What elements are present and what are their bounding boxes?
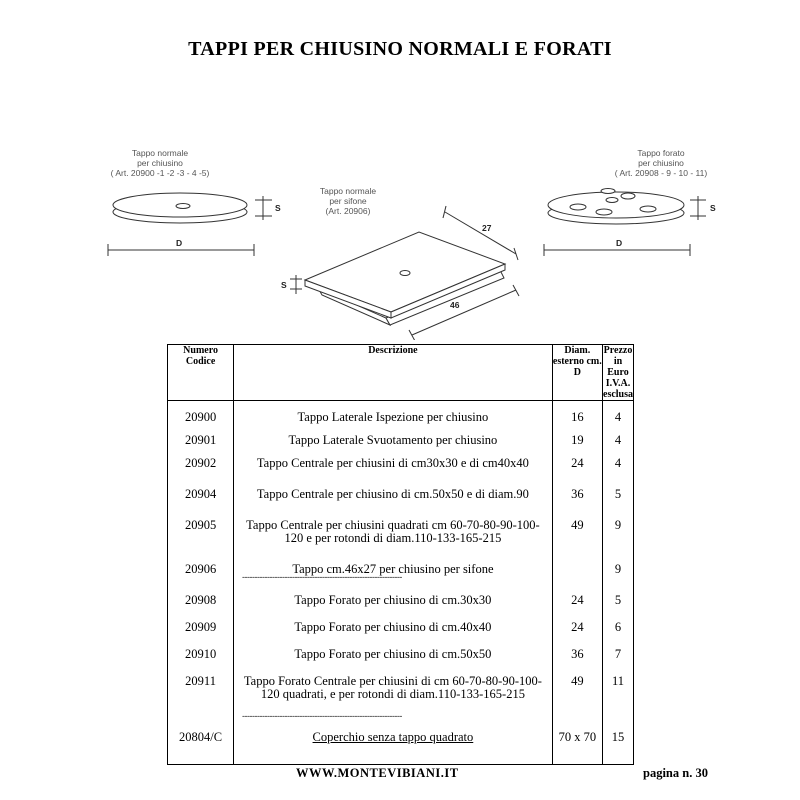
- footer-website: WWW.MONTEVIBIANI.IT: [296, 766, 459, 780]
- round-lid-drawing: [107, 192, 272, 256]
- caption-line: Tappo forato: [637, 148, 685, 158]
- footer-page-number: pagina n. 30: [643, 766, 708, 780]
- cell-price: 6: [614, 620, 622, 634]
- cell-description: Tappo Centrale per chiusino di cm.50x50 …: [233, 485, 553, 516]
- right-lid-caption: Tappo forato per chiusino ( Art. 20908 -…: [596, 148, 726, 178]
- cell-description: Tappo Centrale per chiusini quadrati cm …: [233, 516, 553, 560]
- cell-description: Tappo Laterale Ispezione per chiusino: [233, 408, 553, 431]
- table-row: 20906 Tappo cm.46x27 per chiusino per si…: [167, 560, 634, 591]
- cell-diameter: 24: [552, 454, 604, 485]
- cell-code: 20906: [167, 560, 235, 591]
- header-diameter: Diam. esterno cm. D: [552, 344, 604, 401]
- header-price: Prezzo in Euro I.V.A. esclusa: [603, 345, 633, 400]
- left-dim-d: D: [176, 238, 183, 248]
- center-dim-s: S: [281, 280, 287, 290]
- cell-diameter: 49: [552, 516, 604, 560]
- product-illustrations: [107, 188, 706, 340]
- cell-code: 20900: [167, 408, 235, 431]
- cell-price: 4: [614, 433, 622, 447]
- caption-line: Tappo normale: [319, 186, 377, 196]
- center-dim-length: 46: [450, 300, 460, 310]
- cell-diameter: 49: [552, 672, 604, 728]
- table-row: 20909 Tappo Forato per chiusino di cm.40…: [167, 618, 634, 645]
- caption-line: Tappo normale: [131, 148, 189, 158]
- cell-description: Tappo Forato per chiusino di cm.50x50: [233, 645, 553, 672]
- cell-diameter: 70 x 70: [552, 728, 604, 764]
- table-row: 20911 Tappo Forato Centrale per chiusini…: [167, 672, 634, 728]
- cell-price: 4: [614, 456, 622, 470]
- cell-description: Tappo Forato per chiusino di cm.40x40: [233, 618, 553, 645]
- cell-diameter: 36: [552, 645, 604, 672]
- left-dim-s: S: [275, 203, 281, 213]
- caption-line: per sifone: [329, 196, 367, 206]
- row-separator-dashes: ----------------------------------------…: [242, 711, 402, 721]
- cell-description: Tappo Forato per chiusino di cm.30x30: [233, 591, 553, 618]
- caption-line: ( Art. 20908 - 9 - 10 - 11): [614, 168, 708, 178]
- cell-code: 20910: [167, 645, 235, 672]
- cell-diameter: 16: [552, 408, 604, 431]
- cell-code: 20901: [167, 431, 235, 454]
- cell-price: 7: [614, 647, 622, 661]
- caption-line: ( Art. 20900 -1 -2 -3 - 4 -5): [110, 168, 210, 178]
- cell-code: 20804/C: [167, 728, 235, 764]
- page-title: TAPPI PER CHIUSINO NORMALI E FORATI: [188, 38, 612, 60]
- caption-line: per chiusino: [638, 158, 684, 168]
- row-separator-dashes: ----------------------------------------…: [242, 572, 402, 582]
- cell-code: 20905: [167, 516, 235, 560]
- rectangular-lid-drawing: [290, 205, 520, 340]
- table-row: 20904 Tappo Centrale per chiusino di cm.…: [167, 485, 634, 516]
- center-lid-caption: Tappo normale per sifone (Art. 20906): [293, 186, 403, 216]
- table-row: 20902 Tappo Centrale per chiusini di cm3…: [167, 454, 634, 485]
- table-row: 20910 Tappo Forato per chiusino di cm.50…: [167, 645, 634, 672]
- cell-price: 15: [611, 730, 625, 744]
- cell-price: 4: [614, 410, 622, 424]
- cell-diameter: 19: [552, 431, 604, 454]
- cell-price: 11: [611, 674, 625, 688]
- cell-diameter: 24: [552, 618, 604, 645]
- cell-code: 20908: [167, 591, 235, 618]
- cell-description: Tappo Forato Centrale per chiusini di cm…: [233, 672, 553, 728]
- cell-description: Coperchio senza tappo quadrato: [233, 728, 553, 764]
- cell-code: 20904: [167, 485, 235, 516]
- cell-code: 20902: [167, 454, 235, 485]
- header-code: Numero Codice: [167, 344, 235, 401]
- cell-diameter: 36: [552, 485, 604, 516]
- left-lid-caption: Tappo normale per chiusino ( Art. 20900 …: [95, 148, 225, 178]
- cell-diameter: [552, 560, 604, 591]
- table-row: 20905 Tappo Centrale per chiusini quadra…: [167, 516, 634, 560]
- table-header-row: Numero Codice Descrizione Diam. esterno …: [167, 344, 634, 401]
- center-dim-width: 27: [482, 223, 492, 233]
- cell-description: Tappo Centrale per chiusini di cm30x30 e…: [233, 454, 553, 485]
- cell-diameter: 24: [552, 591, 604, 618]
- right-dim-s: S: [710, 203, 716, 213]
- caption-line: per chiusino: [137, 158, 183, 168]
- caption-line: (Art. 20906): [325, 206, 371, 216]
- cell-price: 9: [614, 562, 622, 576]
- cell-description: Tappo cm.46x27 per chiusino per sifone: [233, 560, 553, 591]
- table-row: 20900 Tappo Laterale Ispezione per chius…: [167, 408, 634, 431]
- table-row: 20901 Tappo Laterale Svuotamento per chi…: [167, 431, 634, 454]
- header-description: Descrizione: [233, 344, 553, 401]
- price-table: Numero Codice Descrizione Diam. esterno …: [167, 344, 634, 765]
- cell-code: 20909: [167, 618, 235, 645]
- header-separator: [167, 400, 634, 408]
- cell-description: Tappo Laterale Svuotamento per chiusino: [233, 431, 553, 454]
- cell-code: 20911: [167, 672, 235, 728]
- cell-price: 9: [614, 518, 622, 532]
- cell-price: 5: [614, 593, 622, 607]
- right-dim-d: D: [616, 238, 623, 248]
- table-row: 20908 Tappo Forato per chiusino di cm.30…: [167, 591, 634, 618]
- table-row: 20804/C Coperchio senza tappo quadrato 7…: [167, 728, 634, 764]
- cell-price: 5: [614, 487, 622, 501]
- perforated-lid-drawing: [543, 188, 706, 256]
